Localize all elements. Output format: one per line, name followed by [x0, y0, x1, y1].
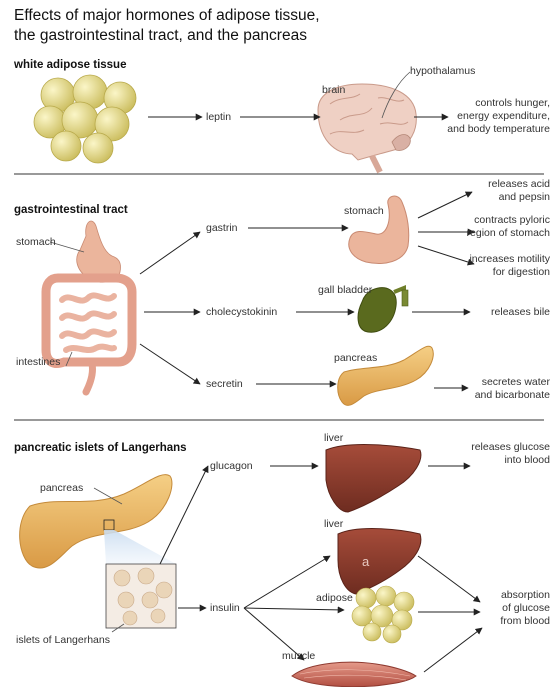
muscle-illustration [292, 662, 416, 687]
label-islets: islets of Langerhans [16, 634, 110, 647]
label-brain: brain [322, 84, 345, 97]
label-pancreas-islets: pancreas [40, 482, 83, 495]
section-islets-title: pancreatic islets of Langerhans [14, 442, 187, 454]
label-leptin-effect-1: controls hunger, [475, 97, 550, 110]
label-liver-2: liver [324, 518, 343, 531]
label-cholecystokinin: cholecystokinin [206, 306, 277, 319]
label-stomach-right: stomach [344, 205, 384, 218]
zoom-highlight [104, 530, 176, 564]
label-leptin-effect-3: and body temperature [447, 123, 550, 136]
label-adipose: adipose [316, 592, 353, 605]
label-liver-1: liver [324, 432, 343, 445]
label-pancreas-gi: pancreas [334, 352, 377, 365]
label-glucagon-effect-2: into blood [504, 454, 550, 467]
adipose-tissue-illustration [34, 75, 136, 163]
label-gastrin-effect-1a: releases acid [488, 178, 550, 191]
intestines-illustration [46, 278, 132, 392]
liver-1-illustration [326, 445, 421, 512]
label-insulin-effect-3: from blood [500, 615, 550, 628]
label-gastrin-effect-1b: and pepsin [499, 191, 550, 204]
section-gi-title: gastrointestinal tract [14, 204, 128, 216]
adipose-small-illustration [352, 586, 414, 643]
watermark-letter: a [362, 556, 369, 569]
label-insulin: insulin [210, 602, 240, 615]
label-insulin-effect-1: absorption [501, 589, 550, 602]
label-gastrin: gastrin [206, 222, 238, 235]
label-gastrin-effect-3a: increases motility [469, 253, 550, 266]
label-muscle: muscle [282, 650, 315, 663]
label-gastrin-effect-3b: for digestion [493, 266, 550, 279]
label-gastrin-effect-2a: contracts pyloric [474, 214, 550, 227]
label-intestines: intestines [16, 356, 60, 369]
label-leptin: leptin [206, 111, 231, 124]
liver-2-illustration [338, 529, 421, 594]
label-leptin-effect-2: energy expenditure, [457, 110, 550, 123]
label-insulin-effect-2: of glucose [502, 602, 550, 615]
brain-illustration [318, 84, 416, 172]
label-stomach-left: stomach [16, 236, 56, 249]
label-hypothalamus: hypothalamus [410, 65, 475, 78]
label-secretin-effect-2: and bicarbonate [475, 389, 550, 402]
label-glucagon: glucagon [210, 460, 253, 473]
section-adipose-title: white adipose tissue [14, 59, 126, 71]
label-glucagon-effect-1: releases glucose [471, 441, 550, 454]
label-secretin-effect-1: secretes water [482, 376, 550, 389]
label-gastrin-effect-2b: region of stomach [467, 227, 550, 240]
label-gallbladder: gall bladder [318, 284, 372, 297]
label-cck-effect: releases bile [491, 306, 550, 319]
label-secretin: secretin [206, 378, 243, 391]
